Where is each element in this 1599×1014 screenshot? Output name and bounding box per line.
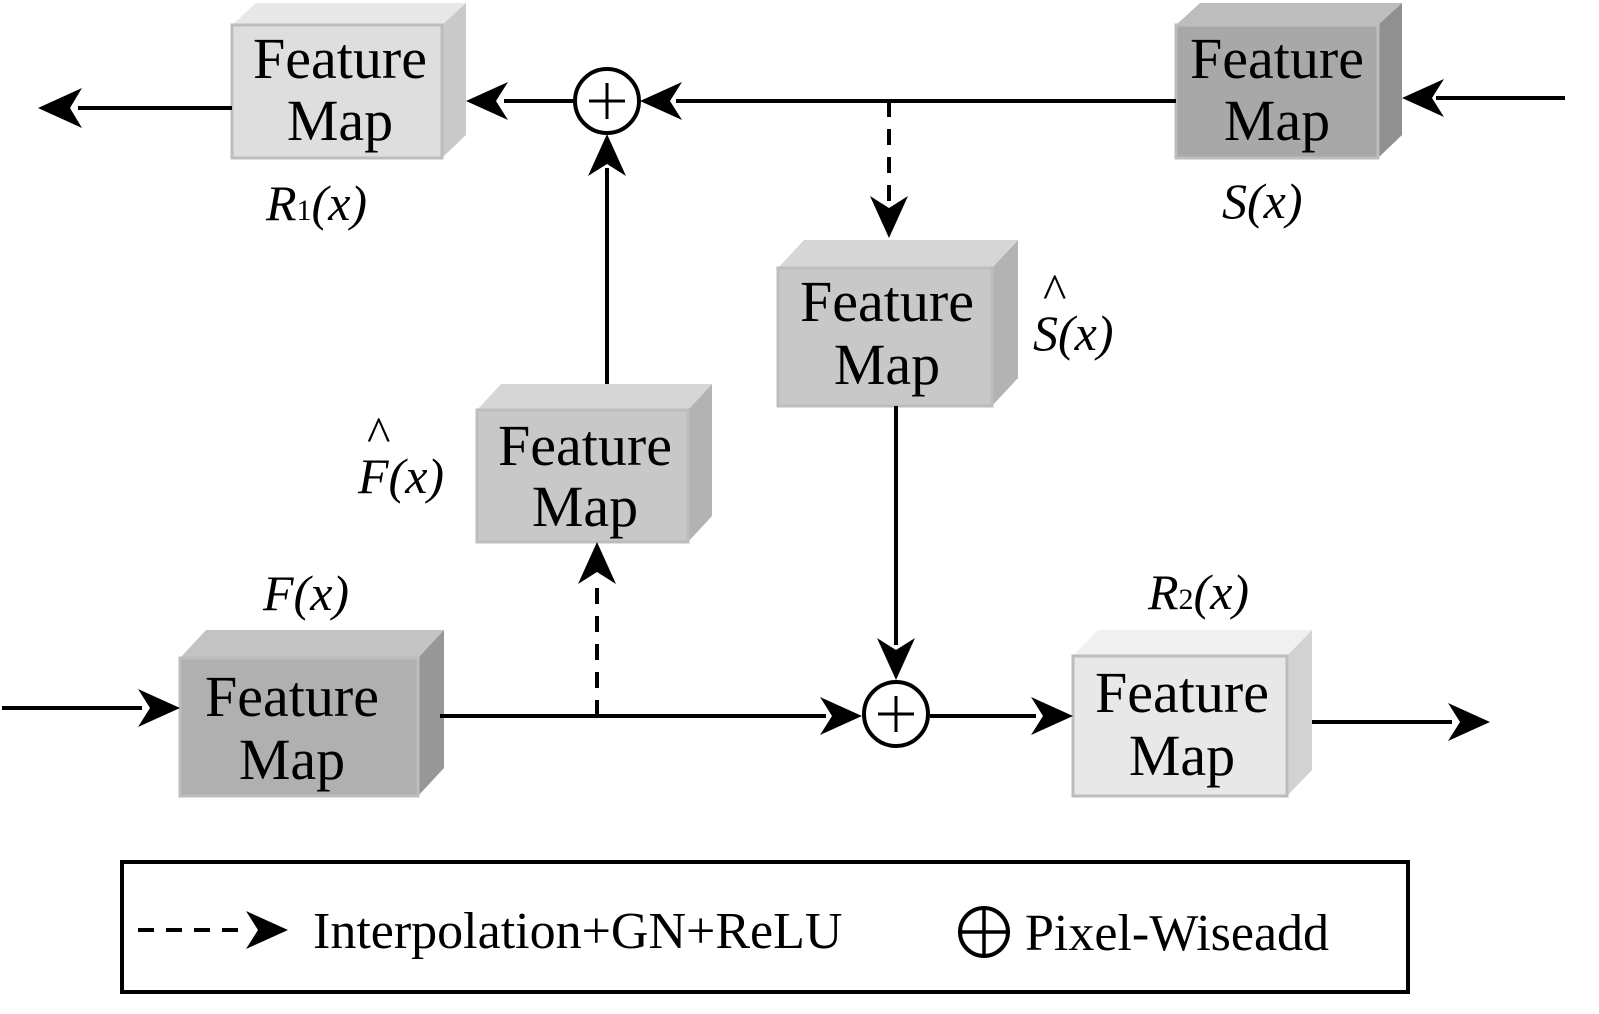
pixel-wise-add-icon-top bbox=[573, 67, 641, 135]
connector-r1-output bbox=[38, 88, 232, 128]
feature-map-box-f-hat: Feature Map bbox=[475, 384, 712, 544]
legend-frame bbox=[120, 860, 1410, 994]
legend: Interpolation+GN+ReLU Pixel-Wiseadd bbox=[120, 860, 1410, 994]
box-top-face bbox=[1073, 630, 1312, 656]
label-r2: R2(x) bbox=[1147, 564, 1249, 620]
box-front-face bbox=[178, 656, 420, 798]
connector-add-bottom-to-r2 bbox=[930, 697, 1073, 735]
feature-map-box-s: Feature Map bbox=[1174, 3, 1402, 160]
box-label-line2: Map bbox=[1224, 88, 1330, 153]
feature-map-box-s-hat: Feature Map bbox=[776, 240, 1018, 408]
legend-dashed-arrow-icon bbox=[138, 911, 288, 949]
box-front-face bbox=[230, 23, 444, 160]
feature-map-box-r1: Feature Map bbox=[230, 3, 466, 160]
box-label-line1: Feature bbox=[205, 664, 379, 729]
box-label-line1: Feature bbox=[1095, 660, 1269, 725]
label-s-hat: S(x) bbox=[1033, 305, 1114, 361]
feature-map-box-r2: Feature Map bbox=[1071, 630, 1312, 798]
box-side-face bbox=[1378, 3, 1402, 158]
box-side-face bbox=[688, 384, 712, 542]
box-label-line2: Map bbox=[1129, 723, 1235, 788]
box-label-line2: Map bbox=[287, 88, 393, 153]
box-side-face bbox=[992, 240, 1018, 406]
box-label-line2: Map bbox=[239, 727, 345, 792]
label-s-hat-caret: ^ bbox=[1043, 263, 1066, 319]
box-label-line1: Feature bbox=[498, 413, 672, 478]
box-label-line1: Feature bbox=[253, 26, 427, 91]
box-front-face bbox=[1174, 23, 1380, 160]
connector-s-to-add-top bbox=[640, 82, 1176, 120]
box-label-line2: Map bbox=[834, 332, 940, 397]
connector-f-hat-to-add-top bbox=[588, 134, 626, 384]
box-top-face bbox=[477, 384, 712, 410]
box-label-line1: Feature bbox=[800, 269, 974, 334]
box-front-face bbox=[776, 266, 994, 408]
connector-r2-output bbox=[1312, 703, 1490, 741]
pixel-wise-add-icon-bottom bbox=[862, 680, 930, 748]
box-side-face bbox=[418, 630, 444, 796]
connector-f-to-add-bottom bbox=[440, 697, 862, 735]
box-front-face bbox=[1071, 654, 1289, 798]
box-side-face bbox=[1287, 630, 1312, 796]
connector-input-to-f bbox=[2, 689, 180, 727]
connector-s-to-s-hat-dashed bbox=[870, 101, 908, 238]
feature-map-box-f: Feature Map bbox=[178, 630, 444, 798]
box-top-face bbox=[180, 630, 444, 658]
box-label-line1: Feature bbox=[1190, 26, 1364, 91]
connector-s-hat-to-add-bottom bbox=[877, 406, 915, 680]
legend-dashed-arrow-label: Interpolation+GN+ReLU bbox=[313, 903, 842, 960]
label-r1: R1(x) bbox=[265, 175, 367, 231]
box-label-line2: Map bbox=[532, 474, 638, 539]
box-side-face bbox=[442, 3, 466, 158]
connector-add-top-to-r1 bbox=[466, 82, 574, 120]
legend-add-icon bbox=[958, 906, 1010, 958]
label-f: F(x) bbox=[262, 565, 349, 621]
box-top-face bbox=[1176, 3, 1402, 25]
label-s: S(x) bbox=[1222, 173, 1303, 229]
legend-add-label: Pixel-Wiseadd bbox=[1025, 905, 1329, 962]
box-front-face bbox=[475, 408, 690, 544]
box-top-face bbox=[778, 240, 1018, 268]
label-f-hat-caret: ^ bbox=[367, 406, 390, 462]
connector-input-to-s bbox=[1402, 79, 1565, 117]
label-f-hat: F(x) bbox=[357, 448, 444, 504]
connector-f-to-f-hat-dashed bbox=[578, 542, 616, 716]
box-top-face bbox=[232, 3, 466, 25]
